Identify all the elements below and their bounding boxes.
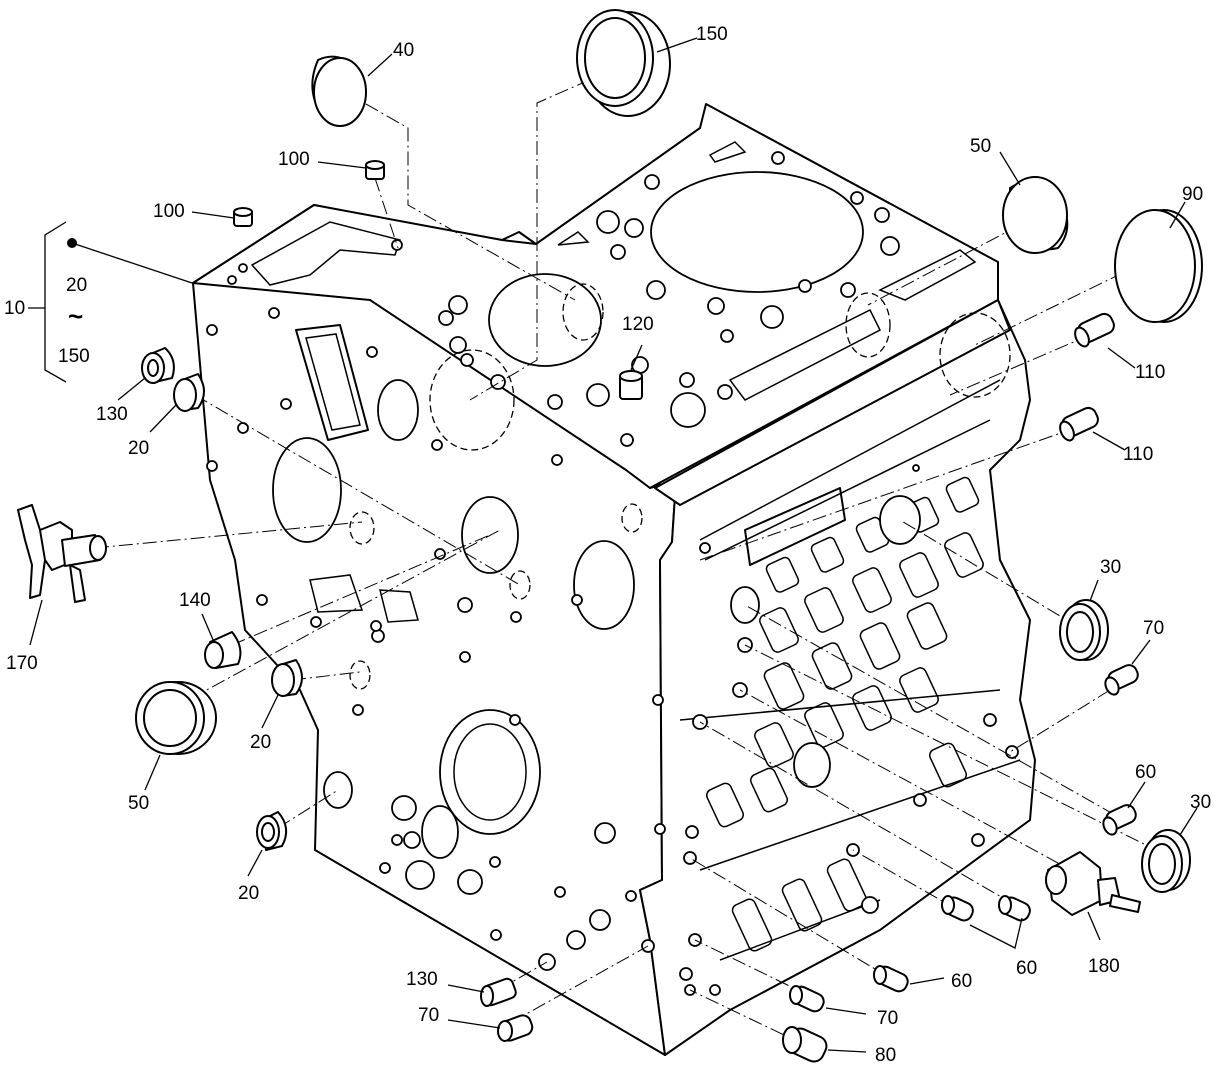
left-face-bore-a <box>272 437 342 543</box>
right-face-small-holes <box>641 464 1019 996</box>
label-80: 80 <box>875 1045 896 1066</box>
label-100-b: 100 <box>153 201 185 222</box>
part-20-plug-a <box>173 373 205 412</box>
label-180: 180 <box>1088 956 1120 977</box>
left-face-oil-window <box>295 324 369 441</box>
part-60-plug-a <box>1102 804 1137 836</box>
label-150: 150 <box>696 24 728 45</box>
part-130-bush-bottom <box>480 977 517 1007</box>
leader-lines <box>28 37 1198 1053</box>
part-60-plug-b <box>941 895 974 922</box>
label-50-a: 50 <box>970 136 991 157</box>
right-face-top-rail <box>654 299 1011 506</box>
label-90: 90 <box>1182 184 1203 205</box>
top-face-holes <box>227 151 900 447</box>
label-110-a: 110 <box>1135 362 1165 383</box>
label-20-c: 20 <box>238 883 259 904</box>
label-140: 140 <box>179 590 211 611</box>
alignment-lines <box>94 69 1161 1046</box>
part-30-seal-a <box>1059 599 1109 661</box>
part-30-seal-b <box>1141 829 1191 893</box>
label-group-tilde: ~ <box>68 301 83 331</box>
label-100-a: 100 <box>278 149 310 170</box>
part-140-bush <box>204 631 242 669</box>
label-70-a: 70 <box>1143 618 1164 639</box>
label-170: 170 <box>6 653 38 674</box>
left-face-bore-b <box>377 379 419 441</box>
part-20-plug-c <box>256 811 288 851</box>
label-30-b: 30 <box>1190 792 1211 813</box>
part-170-drain-cock <box>17 504 107 603</box>
loose-parts <box>17 9 1203 1063</box>
label-30-a: 30 <box>1100 557 1121 578</box>
label-20-a: 20 <box>128 438 149 459</box>
right-face-ribs <box>705 476 984 952</box>
label-130-a: 130 <box>96 404 128 425</box>
part-50-plug-top <box>1002 176 1069 254</box>
left-face-bore-d <box>573 540 635 630</box>
label-50-b: 50 <box>128 793 149 814</box>
cylinder-bore-2 <box>650 171 864 293</box>
part-70-plug-a <box>1104 664 1139 696</box>
part-100-pin-a <box>365 160 385 180</box>
label-60-c: 60 <box>951 971 972 992</box>
label-60-a: 60 <box>1135 762 1156 783</box>
left-face-crank-bore <box>439 709 541 835</box>
part-110-pin-b <box>1059 406 1099 442</box>
label-group-from: 20 <box>66 275 87 296</box>
part-20-plug-b <box>271 659 303 697</box>
group-bracket <box>28 221 67 383</box>
label-40: 40 <box>393 40 414 61</box>
part-80-plug <box>782 1026 828 1063</box>
part-180-oil-switch <box>1045 851 1141 916</box>
label-group-to: 150 <box>58 346 90 367</box>
label-70-b: 70 <box>418 1005 439 1026</box>
part-120-pin <box>619 370 643 400</box>
part-130-bush-top <box>141 347 175 384</box>
part-60-plug-c <box>998 895 1031 922</box>
part-70-plug-c <box>497 1014 534 1042</box>
part-number-labels: 10 20 ~ 150 40 150 100 100 50 90 120 110… <box>4 24 1211 1066</box>
label-group-top: 10 <box>4 298 25 319</box>
part-150-seal <box>576 9 671 117</box>
label-20-b: 20 <box>250 732 271 753</box>
part-60-plug-d <box>873 965 909 993</box>
part-40-plug <box>311 55 367 127</box>
label-70-c: 70 <box>877 1008 898 1029</box>
label-130-b: 130 <box>406 969 438 990</box>
part-50-seal-left <box>135 681 217 755</box>
group-marker-dot <box>67 238 77 248</box>
left-face-small-holes <box>206 307 666 971</box>
block-right-face <box>639 299 1036 1056</box>
cylinder-block <box>192 103 1036 1056</box>
cylinder-bore-1 <box>488 273 602 367</box>
part-100-pin-b <box>233 207 253 227</box>
label-60-b: 60 <box>1016 958 1037 979</box>
part-70-plug-b <box>789 985 825 1013</box>
part-110-pin-a <box>1074 312 1115 348</box>
label-110-b: 110 <box>1123 444 1153 465</box>
part-90-plug <box>1114 209 1203 323</box>
label-120: 120 <box>622 314 654 335</box>
